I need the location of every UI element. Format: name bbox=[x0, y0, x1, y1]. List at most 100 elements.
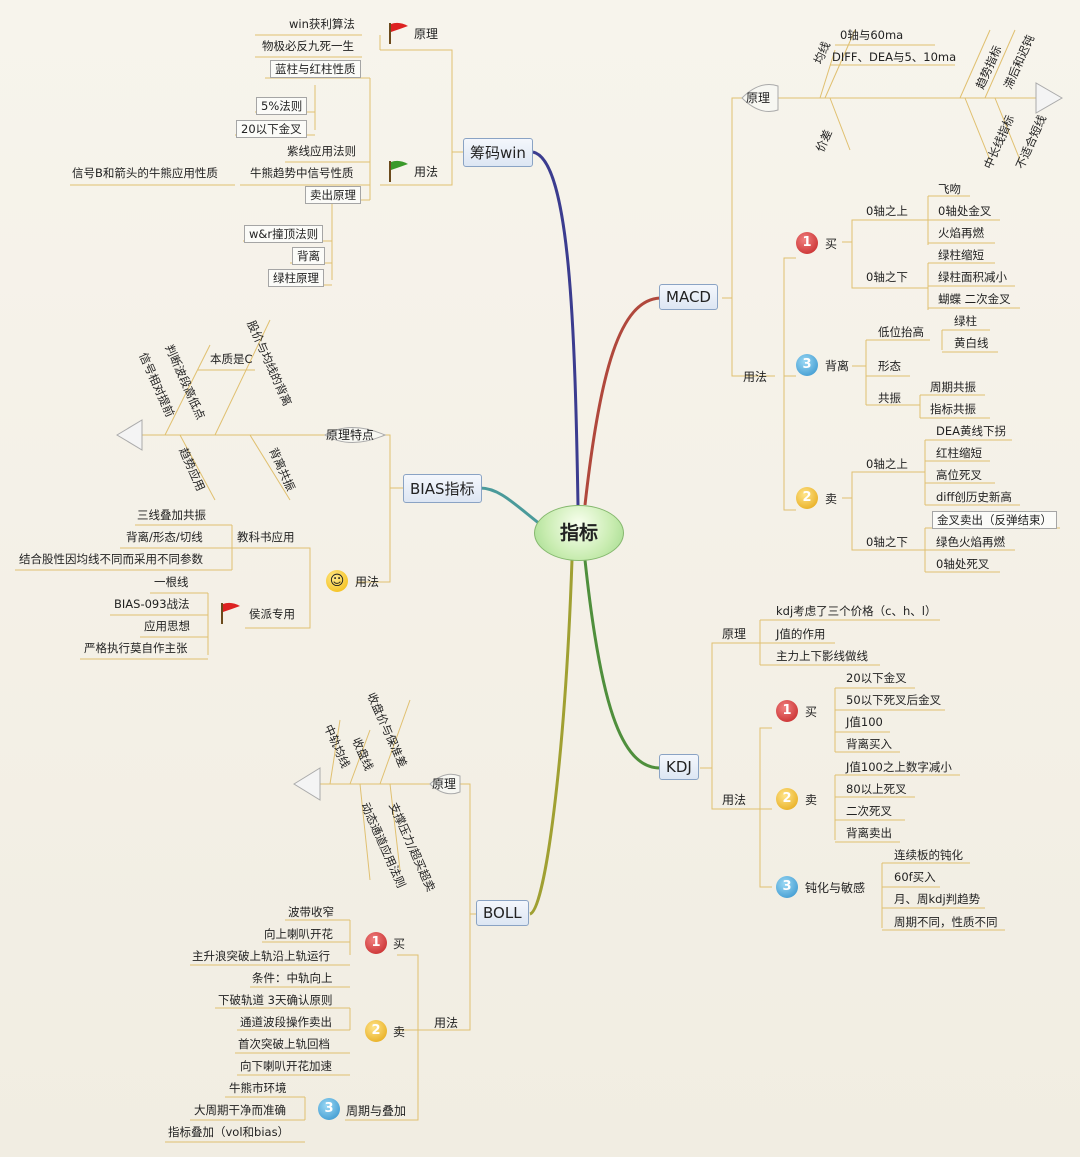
kdj-mai-item: 背离买入 bbox=[846, 737, 892, 751]
branch-macd[interactable]: MACD bbox=[659, 284, 718, 310]
chouma-signal-b: 信号B和箭头的牛熊应用性质 bbox=[72, 166, 218, 180]
kdj-dunhua-item: 60f买入 bbox=[894, 870, 936, 884]
boll-yongfa: 用法 bbox=[434, 1016, 459, 1030]
kdj-sell-item: 80以上死叉 bbox=[846, 782, 907, 796]
center-node[interactable]: 指标 bbox=[534, 505, 624, 561]
chouma-maichu-item: 绿柱原理 bbox=[268, 269, 324, 287]
number-1-icon: 1 bbox=[365, 932, 387, 954]
kdj-yuanli-item: kdj考虑了三个价格（c、h、l） bbox=[776, 604, 937, 618]
macd-sell-up-item: 红柱缩短 bbox=[936, 446, 982, 460]
macd-mai-down-item: 绿柱面积减小 bbox=[938, 270, 1007, 284]
macd-sell-down-item: 金叉卖出（反弹结束） bbox=[932, 511, 1057, 529]
bias-fishbone-label: 本质是C bbox=[210, 352, 253, 366]
macd-mai: 买 bbox=[825, 237, 838, 251]
kdj-yongfa: 用法 bbox=[722, 793, 747, 807]
bias-houpai-item: 一根线 bbox=[154, 575, 189, 589]
chouma-rule5: 5%法则 bbox=[256, 97, 308, 115]
bias-houpai-item: BIAS-093战法 bbox=[114, 597, 190, 611]
macd-diwei: 低位抬高 bbox=[878, 325, 924, 339]
macd-zhou-down: 0轴之下 bbox=[866, 270, 908, 284]
bias-jiaokeshu: 教科书应用 bbox=[237, 530, 295, 544]
bias-houpai-item: 严格执行莫自作主张 bbox=[84, 641, 188, 655]
macd-mai-down-item: 蝴蝶 二次金叉 bbox=[938, 292, 1011, 306]
chouma-yuanli: 原理 bbox=[414, 27, 439, 41]
number-1-icon: 1 bbox=[776, 700, 798, 722]
macd-mai-up-item: 飞吻 bbox=[938, 182, 961, 196]
kdj-dunhua-item: 周期不同，性质不同 bbox=[894, 915, 998, 929]
bias-jiaokeshu-item: 三线叠加共振 bbox=[137, 508, 206, 522]
macd-sell-down-item: 绿色火焰再燃 bbox=[936, 535, 1005, 549]
kdj-yuanli-item: 主力上下影线做线 bbox=[776, 649, 868, 663]
kdj-sell-item: 背离卖出 bbox=[846, 826, 892, 840]
macd-zhou-up: 0轴之上 bbox=[866, 204, 908, 218]
macd-beili: 背离 bbox=[825, 359, 850, 373]
boll-zhouqi: 周期与叠加 bbox=[346, 1104, 407, 1118]
kdj-yuanli-item: J值的作用 bbox=[776, 627, 826, 641]
boll-yuanli: 原理 bbox=[432, 777, 457, 791]
boll-mai-item: 主升浪突破上轨沿上轨运行 bbox=[192, 949, 330, 963]
chouma-yuanli-item: 物极必反九死一生 bbox=[262, 39, 354, 53]
chouma-maichu-item: w&r撞顶法则 bbox=[244, 225, 324, 243]
number-3-icon: 3 bbox=[796, 354, 818, 376]
macd-diwei-item: 绿柱 bbox=[954, 314, 977, 328]
number-2-icon: 2 bbox=[796, 487, 818, 509]
macd-gongzhen: 共振 bbox=[878, 391, 901, 405]
macd-zhou-up: 0轴之上 bbox=[866, 457, 908, 471]
kdj-maichu: 卖 bbox=[805, 793, 818, 807]
boll-mai-item: 条件：中轨向上 bbox=[252, 971, 333, 985]
macd-maichu: 卖 bbox=[825, 492, 838, 506]
boll-zhouqi-item: 牛熊市环境 bbox=[229, 1081, 287, 1095]
kdj-dunhua-item: 连续板的钝化 bbox=[894, 848, 963, 862]
bias-houpai-item: 应用思想 bbox=[144, 619, 190, 633]
macd-mai-up-item: 火焰再燃 bbox=[938, 226, 984, 240]
number-1-icon: 1 bbox=[796, 232, 818, 254]
macd-mai-down-item: 绿柱缩短 bbox=[938, 248, 984, 262]
chouma-zixian: 紫线应用法则 bbox=[287, 144, 356, 158]
branch-bias[interactable]: BIAS指标 bbox=[403, 474, 482, 503]
boll-mai2: 卖 bbox=[393, 1025, 406, 1039]
chouma-yuanli-item: win获利算法 bbox=[289, 17, 355, 31]
boll-mai: 买 bbox=[393, 937, 406, 951]
chouma-lanzhu: 蓝柱与红柱性质 bbox=[270, 60, 361, 78]
kdj-sell-item: J值100之上数字减小 bbox=[846, 760, 952, 774]
bias-houpai: 侯派专用 bbox=[249, 607, 295, 621]
boll-sell-item: 向下喇叭开花加速 bbox=[240, 1059, 332, 1073]
branch-boll[interactable]: BOLL bbox=[476, 900, 529, 926]
macd-gongzhen-item: 指标共振 bbox=[930, 402, 976, 416]
branch-kdj[interactable]: KDJ bbox=[659, 754, 699, 780]
green-flag-icon bbox=[389, 160, 408, 182]
boll-sell-item: 通道波段操作卖出 bbox=[240, 1015, 332, 1029]
macd-sell-up-item: diff创历史新高 bbox=[936, 490, 1012, 504]
macd-yongfa: 用法 bbox=[743, 370, 768, 384]
number-2-icon: 2 bbox=[776, 788, 798, 810]
boll-mai-item: 波带收窄 bbox=[288, 905, 334, 919]
branch-chouma-win[interactable]: 筹码win bbox=[463, 138, 533, 167]
macd-junxian-item: DIFF、DEA与5、10ma bbox=[832, 50, 957, 64]
macd-sell-down-item: 0轴处死叉 bbox=[936, 557, 990, 571]
number-2-icon: 2 bbox=[365, 1020, 387, 1042]
smiley-icon: ☺ bbox=[326, 570, 348, 592]
boll-sell-item: 下破轨道 3天确认原则 bbox=[218, 993, 333, 1007]
kdj-mai-item: J值100 bbox=[846, 715, 883, 729]
macd-gongzhen-item: 周期共振 bbox=[930, 380, 976, 394]
kdj-dunhua: 钝化与敏感 bbox=[805, 881, 866, 895]
macd-sell-up-item: DEA黄线下拐 bbox=[936, 424, 1006, 438]
chouma-rule20: 20以下金叉 bbox=[236, 120, 307, 138]
boll-sell-item: 首次突破上轨回档 bbox=[238, 1037, 330, 1051]
bias-jiaokeshu-item: 结合股性因均线不同而采用不同参数 bbox=[19, 552, 203, 566]
chouma-maichu-item: 背离 bbox=[292, 247, 325, 265]
boll-mai-item: 向上喇叭开花 bbox=[264, 927, 333, 941]
boll-zhouqi-item: 大周期干净而准确 bbox=[194, 1103, 286, 1117]
number-3-icon: 3 bbox=[776, 876, 798, 898]
kdj-mai: 买 bbox=[805, 705, 818, 719]
bias-yongfa: 用法 bbox=[355, 575, 380, 589]
macd-junxian-item: 0轴与60ma bbox=[840, 28, 904, 42]
number-3-icon: 3 bbox=[318, 1098, 340, 1120]
macd-zhou-down: 0轴之下 bbox=[866, 535, 908, 549]
chouma-niuxiong: 牛熊趋势中信号性质 bbox=[250, 166, 354, 180]
chouma-maichu: 卖出原理 bbox=[305, 186, 361, 204]
red-flag-icon bbox=[389, 22, 408, 44]
bias-yuanli-tedian: 原理特点 bbox=[326, 428, 375, 442]
